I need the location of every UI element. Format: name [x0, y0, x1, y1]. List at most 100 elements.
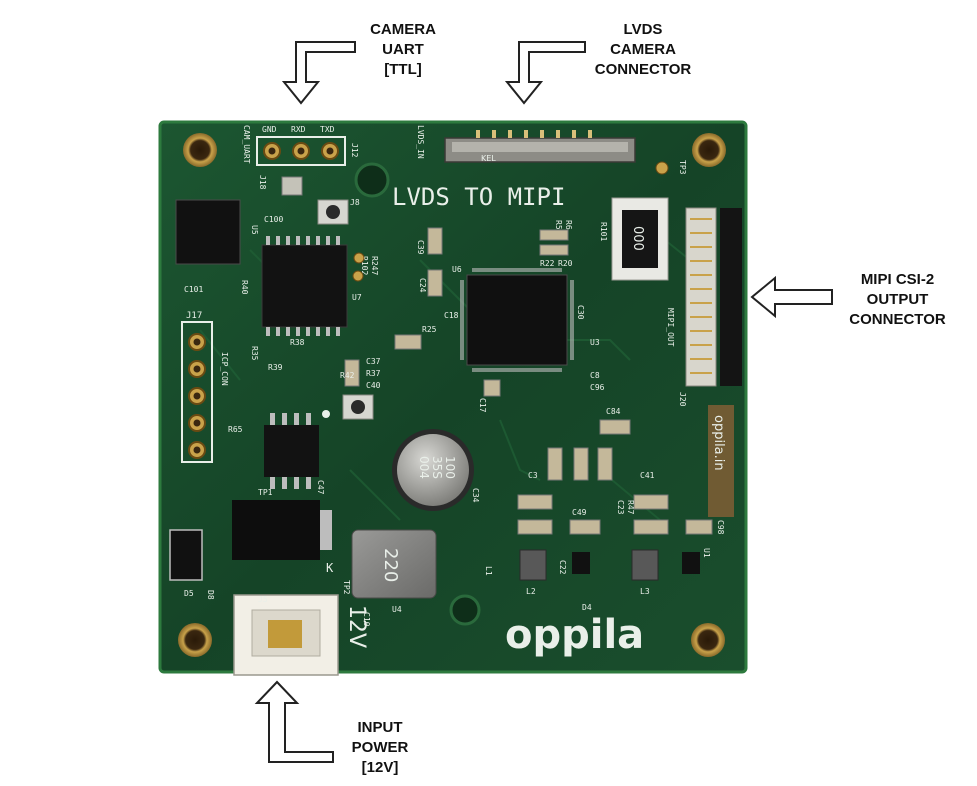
- callout-line: CAMERA: [370, 21, 436, 38]
- ref-label: J8: [350, 198, 360, 207]
- ref-label: C34: [471, 488, 480, 503]
- uart-ref-label: CAM_UART: [242, 125, 251, 164]
- lvds-ref-label: LVDS_IN: [416, 125, 425, 159]
- ref-label: L3: [640, 587, 650, 596]
- ref-label: C98: [716, 520, 725, 535]
- test-point: [655, 161, 669, 175]
- ref-label: R102: [360, 256, 369, 275]
- ref-label: R39: [268, 363, 283, 372]
- ref-label: C41: [640, 471, 655, 480]
- input-power-callout: INPUT POWER [12V]: [330, 718, 430, 778]
- ref-label: U7: [352, 293, 362, 302]
- callout-line: INPUT: [357, 719, 403, 736]
- ref-label: R22: [540, 259, 555, 268]
- ref-label: R101: [599, 222, 608, 241]
- ref-label: C49: [572, 508, 587, 517]
- uart-header: [256, 136, 346, 166]
- ref-label: TP2: [342, 580, 351, 595]
- capacitor-value: 35S: [430, 456, 444, 479]
- ic-chip: [261, 244, 348, 328]
- smd-capacitors: [344, 227, 713, 535]
- capacitor-value: 100: [443, 456, 457, 479]
- ref-label: C37: [366, 357, 381, 366]
- ref-label: D4: [582, 603, 592, 612]
- icsp-ref-label: ICP_CON: [220, 352, 229, 386]
- input-power-arrow: [254, 680, 334, 763]
- ref-label: C47: [316, 480, 325, 495]
- ref-label: C40: [366, 381, 381, 390]
- ref-label: R40: [240, 280, 249, 295]
- ref-label: R38: [290, 338, 305, 347]
- camera-uart-callout: CAMERA UART [TTL]: [358, 20, 448, 80]
- test-point: [353, 252, 365, 264]
- brand-logo: oppila: [505, 612, 644, 658]
- mounting-hole: [183, 133, 217, 167]
- callout-line: [12V]: [361, 759, 399, 776]
- callout-line: [TTL]: [384, 61, 422, 78]
- tactile-button: [342, 394, 374, 420]
- icsp-header: [181, 321, 213, 463]
- ref-label: C23: [616, 500, 625, 515]
- ref-label: U5: [250, 225, 259, 235]
- mounting-hole: [449, 594, 481, 626]
- ref-label: TP1: [258, 488, 273, 497]
- callout-line: LVDS: [623, 21, 663, 38]
- ref-label: C8: [590, 371, 600, 380]
- ref-label: C10: [362, 612, 371, 627]
- callout-line: CAMERA: [610, 41, 676, 58]
- uart-pin-label: GND: [262, 125, 277, 134]
- j17-ref-label: J17: [186, 311, 202, 321]
- ic-chip: [264, 425, 319, 477]
- ref-label: K: [326, 561, 334, 575]
- ref-label: R6: [564, 220, 573, 230]
- ref-label: C101: [184, 285, 203, 294]
- ref-label: U3: [590, 338, 600, 347]
- ref-label: R47: [626, 500, 635, 515]
- mipi-connector-arrow: [750, 275, 833, 319]
- resistor-value: 000: [630, 226, 645, 251]
- ref-label: L2: [526, 587, 536, 596]
- callout-line: CONNECTOR: [849, 311, 946, 328]
- ref-label: R20: [558, 259, 573, 268]
- ref-label: C3: [528, 471, 538, 480]
- ref-label: C39: [416, 240, 425, 255]
- mipi-ref-label: MIPI_OUT: [666, 308, 675, 347]
- ic-chip: [175, 199, 241, 265]
- small-ics: [281, 176, 700, 574]
- ref-label: J18: [258, 175, 267, 190]
- uart-pin-label: TXD: [320, 125, 335, 134]
- power-inductors-small: [519, 549, 659, 581]
- ref-label: C22: [558, 560, 567, 575]
- ref-label: R247: [370, 256, 379, 275]
- test-point: [352, 270, 364, 282]
- mounting-hole: [691, 623, 725, 657]
- callout-line: MIPI CSI-2: [860, 271, 935, 288]
- ref-label: U6: [452, 265, 462, 274]
- voltage-label: 12V: [344, 605, 369, 648]
- lvds-connector-pins: [476, 130, 592, 138]
- ref-label: R65: [228, 425, 243, 434]
- ref-label: R25: [422, 325, 437, 334]
- ref-label: C17: [478, 398, 487, 413]
- ref-label: D8: [206, 590, 215, 600]
- camera-uart-arrow: [281, 41, 356, 105]
- ref-label: R35: [250, 346, 259, 361]
- callout-line: CONNECTOR: [594, 61, 692, 78]
- side-brand-plate: [708, 405, 734, 517]
- ref-label: U1: [702, 548, 711, 558]
- connector-vendor-label: KEL: [481, 154, 496, 163]
- ref-label: J20: [678, 392, 687, 407]
- board-title: LVDS TO MIPI: [392, 183, 565, 211]
- mounting-hole: [692, 133, 726, 167]
- ref-label: D5: [184, 589, 194, 598]
- mounting-hole: [178, 623, 212, 657]
- ref-label: R37: [366, 369, 381, 378]
- ref-label: J5: [258, 595, 268, 604]
- ref-label: C84: [606, 407, 621, 416]
- inductor-value: 220: [380, 548, 401, 582]
- callout-line: UART: [382, 41, 424, 58]
- callout-line: POWER: [351, 739, 409, 756]
- ref-label: C30: [576, 305, 585, 320]
- power-inductor: [351, 529, 437, 599]
